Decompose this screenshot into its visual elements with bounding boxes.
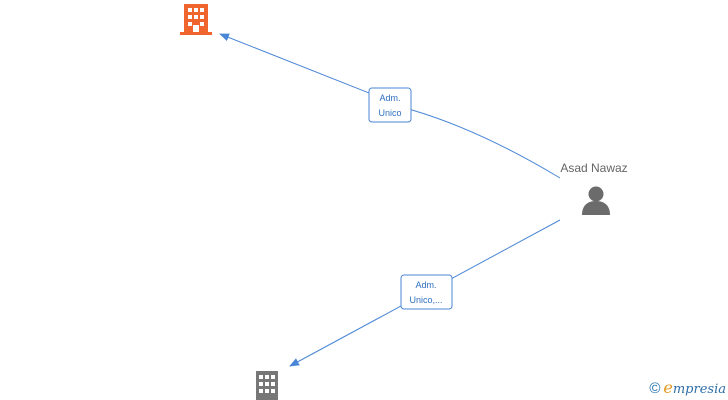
empresia-watermark: ©empresia [649, 378, 726, 397]
edge-label-top[interactable]: Adm. Unico [368, 87, 412, 123]
edge-label-bottom-line1: Adm. [415, 280, 436, 290]
person-icon[interactable] [582, 186, 610, 216]
person-name-label[interactable]: Asad Nawaz [560, 161, 627, 175]
brand-name: mpresia [672, 382, 726, 397]
edge-label-top-line2: Unico [378, 108, 401, 118]
building-icon[interactable] [256, 371, 278, 400]
edge-line-top [219, 33, 561, 179]
edge-label-bottom[interactable]: Adm. Unico,... [400, 274, 453, 310]
building-icon[interactable] [180, 4, 212, 35]
brand-initial: e [663, 378, 673, 397]
edge-label-top-line1: Adm. [379, 93, 400, 103]
edge-label-bottom-line2: Unico,... [409, 295, 442, 305]
copyright-symbol: © [649, 380, 661, 397]
